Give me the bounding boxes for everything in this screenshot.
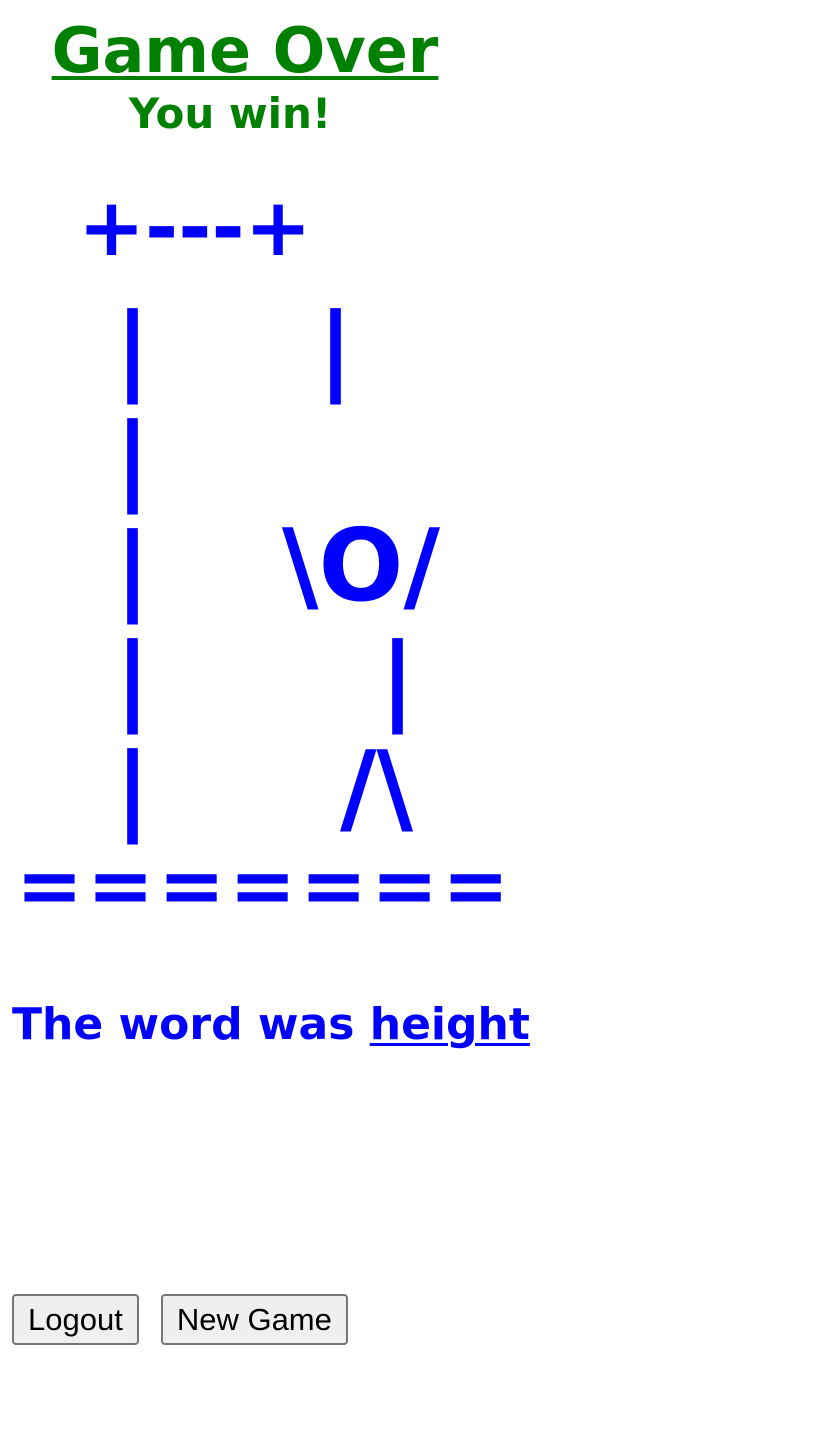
gallows-pole-segment: |	[115, 513, 151, 625]
result-message: The word was height	[12, 998, 530, 1052]
game-header: Game Over You win!	[0, 14, 490, 140]
result-prefix: The word was	[12, 999, 370, 1050]
logout-button[interactable]: Logout	[12, 1294, 139, 1345]
gallows-pole-segment: |	[115, 293, 151, 405]
secret-word: height	[369, 999, 530, 1050]
gallows-pole-segment: |	[115, 623, 151, 735]
stickman-body: |	[380, 623, 416, 735]
game-over-title: Game Over	[51, 14, 439, 87]
stickman-head-arms: \O/	[282, 507, 441, 624]
gallows-pole-segment: |	[115, 733, 151, 845]
hangman-drawing: +---+ | | | | \O/ | | | /\ =======	[10, 181, 530, 945]
new-game-button[interactable]: New Game	[160, 1294, 348, 1345]
action-buttons: Logout New Game	[12, 1294, 348, 1345]
gallows-pole-segment: |	[115, 403, 151, 515]
gallows-rope: |	[318, 293, 354, 405]
win-message: You win!	[128, 89, 332, 138]
gallows-top-beam: +---+	[78, 181, 312, 274]
gallows-base: =======	[16, 839, 514, 932]
stickman-legs: /\	[340, 729, 414, 846]
